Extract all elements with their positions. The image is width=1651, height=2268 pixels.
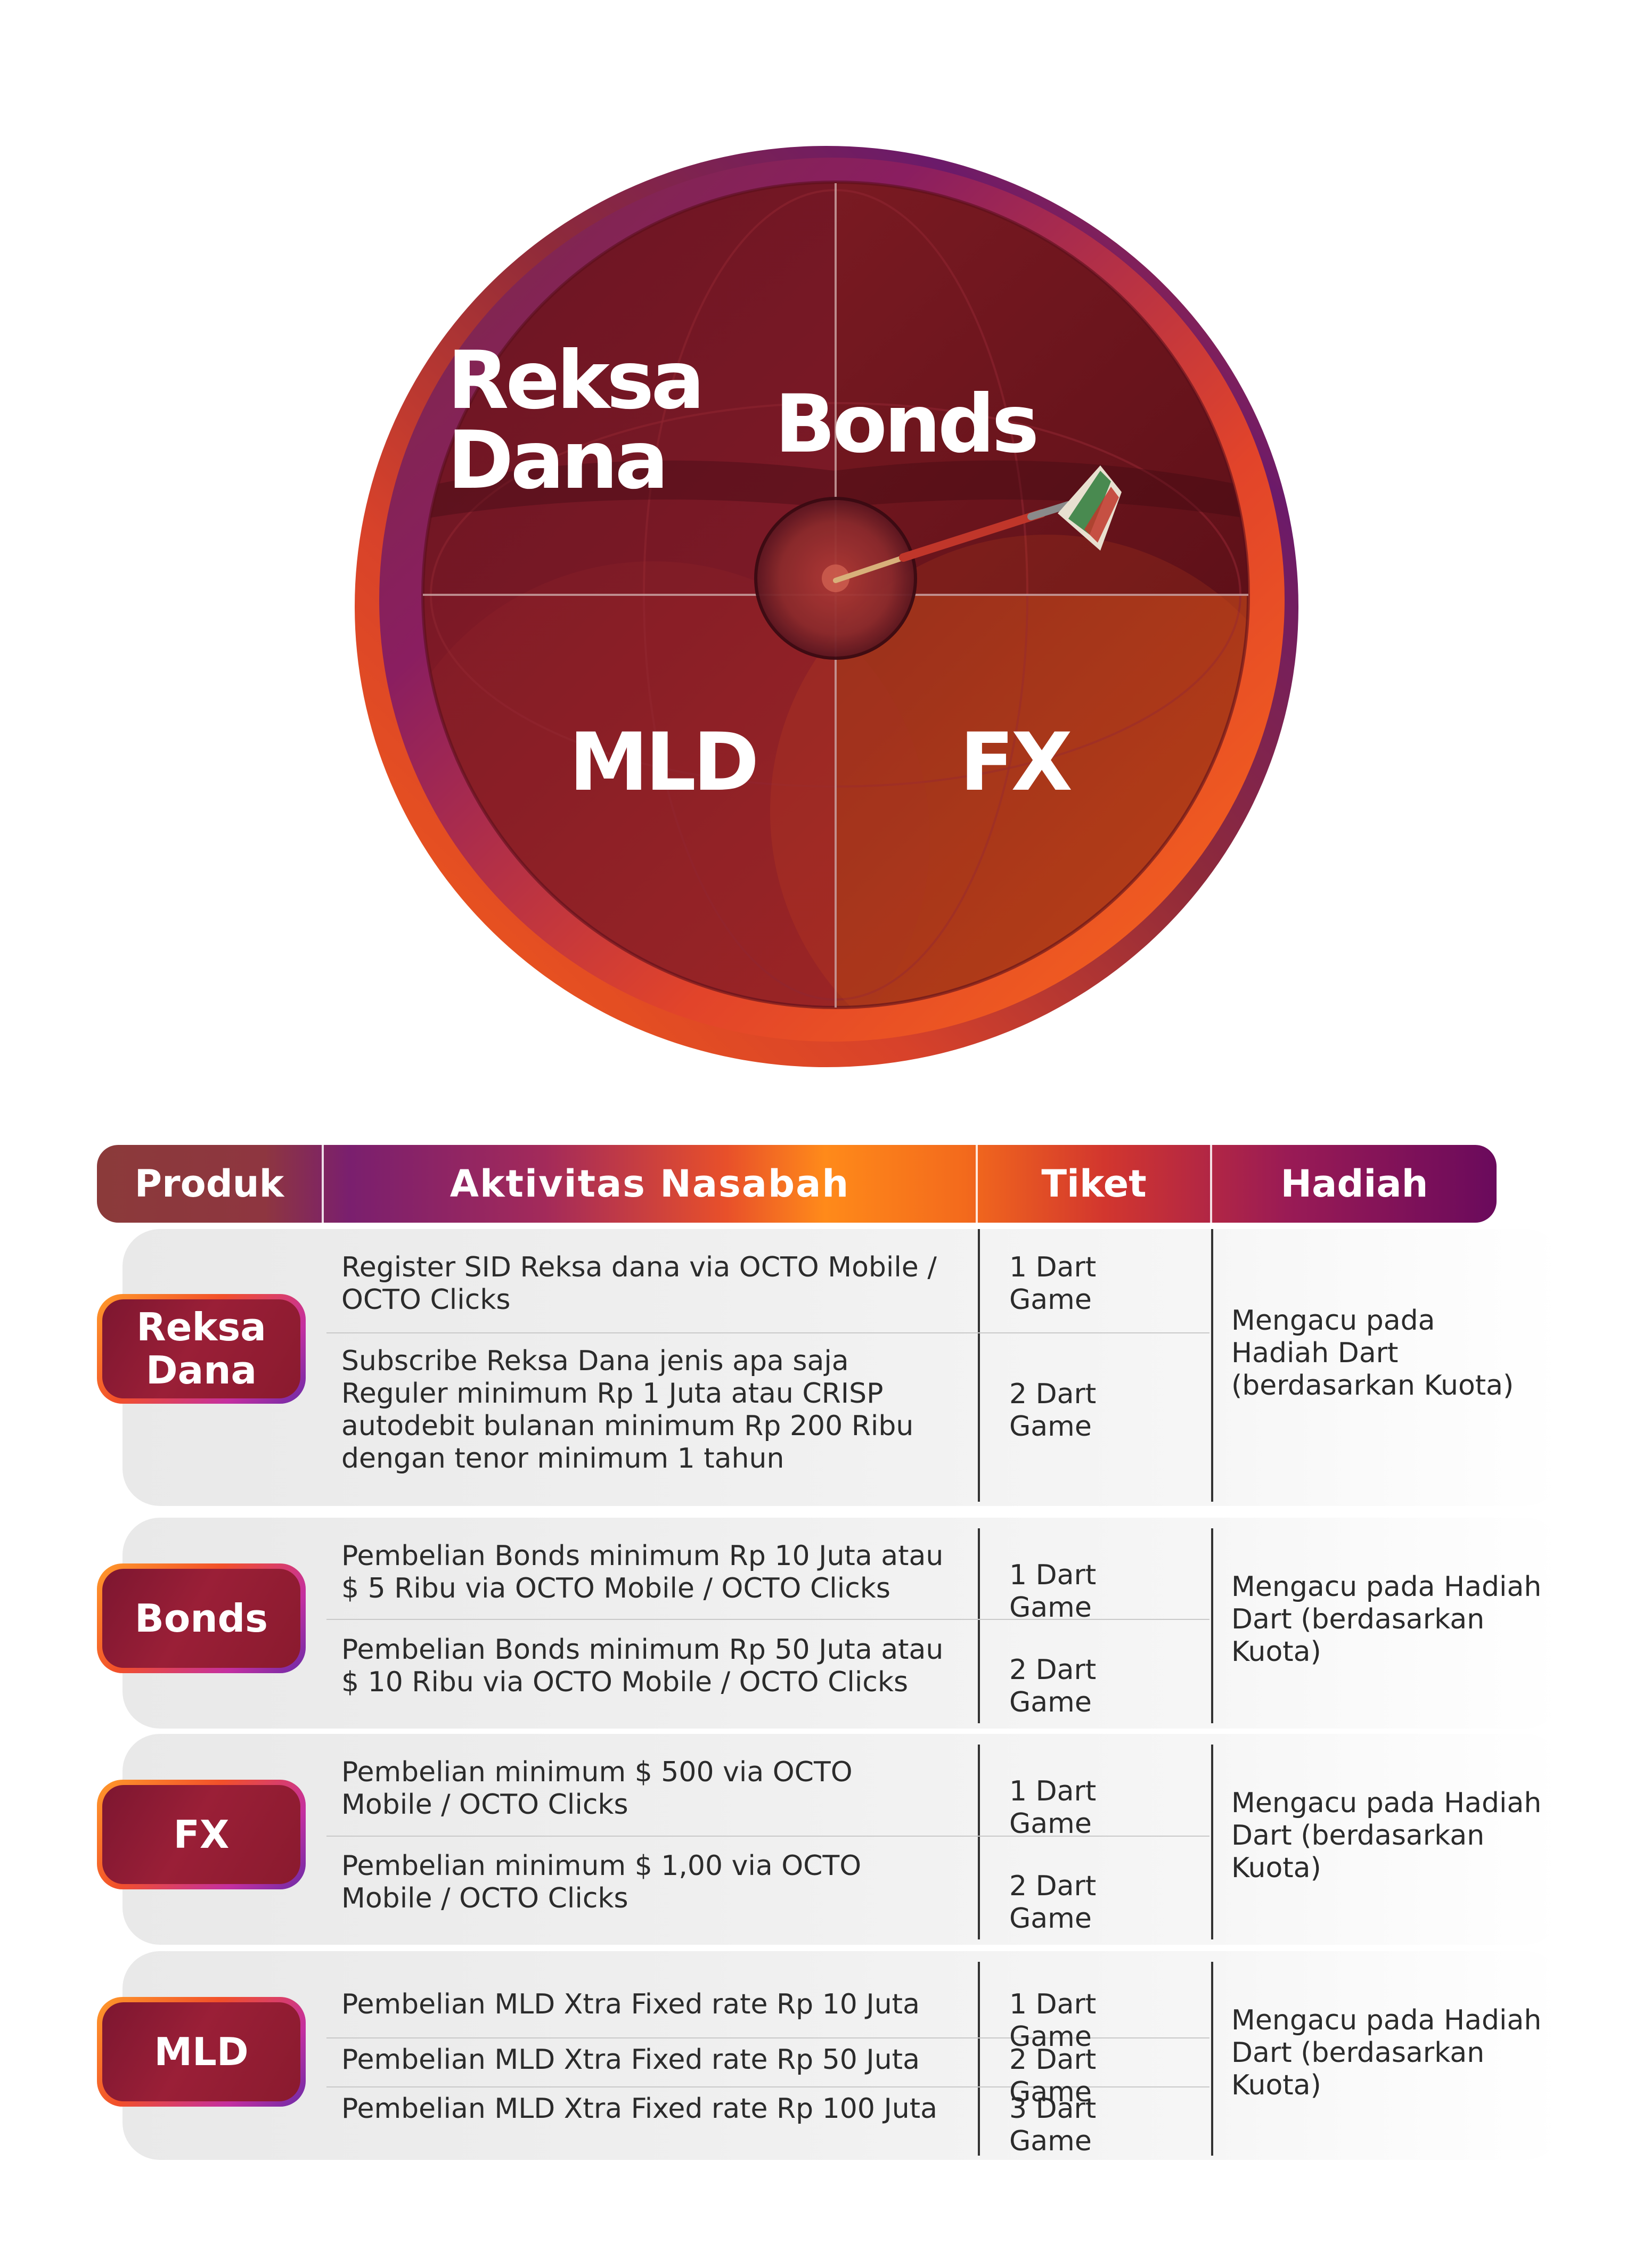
table-row-activity: Pembelian MLD Xtra Fixed rate Rp 100 Jut… [341, 2093, 938, 2125]
badge-mld: MLD [97, 1997, 306, 2107]
board-label-bonds: Bonds [774, 378, 1040, 471]
table-row-reward: Mengacu pada Hadiah Dart (berdasarkan Ku… [1231, 1787, 1542, 1884]
group-bonds [122, 1518, 1563, 1729]
group-fx [122, 1734, 1563, 1945]
table-row-ticket: 2 Dart Game [1009, 1654, 1097, 1718]
table-row-activity: Pembelian minimum $ 1,00 via OCTO Mobile… [341, 1850, 862, 1914]
table-row-activity: Pembelian Bonds minimum Rp 10 Juta atau … [341, 1540, 944, 1604]
table-row-ticket: 2 Dart Game [1009, 2044, 1097, 2108]
badge-label: FX [102, 1785, 300, 1884]
group-reksa-dana [122, 1229, 1563, 1506]
badge-reksa-dana: Reksa Dana [97, 1294, 306, 1404]
table-row-ticket: 1 Dart Game [1009, 1251, 1097, 1316]
table-header: Produk Aktivitas Nasabah Tiket Hadiah [97, 1145, 1497, 1223]
table-row-activity: Register SID Reksa dana via OCTO Mobile … [341, 1251, 937, 1316]
badge-label-line2: Dana [145, 1348, 257, 1393]
table-row-ticket: 2 Dart Game [1009, 1870, 1097, 1935]
dartboard [355, 146, 1298, 1067]
table-row-activity: Pembelian Bonds minimum Rp 50 Juta atau … [341, 1634, 944, 1698]
table-row-ticket: 1 Dart Game [1009, 1988, 1097, 2053]
header-aktivitas: Aktivitas Nasabah [324, 1145, 978, 1223]
table-row-activity: Pembelian minimum $ 500 via OCTO Mobile … [341, 1756, 853, 1821]
badge-label-line1: Reksa [136, 1305, 266, 1350]
table-row-activity: Pembelian MLD Xtra Fixed rate Rp 10 Juta [341, 1988, 920, 2020]
group-mld [122, 1951, 1563, 2160]
header-produk: Produk [97, 1145, 324, 1223]
table-row-activity: Subscribe Reksa Dana jenis apa saja Regu… [341, 1345, 914, 1475]
header-hadiah: Hadiah [1280, 1162, 1428, 1206]
dart-icon [833, 465, 1122, 583]
table-row-ticket: 2 Dart Game [1009, 1378, 1097, 1443]
table-row-activity: Pembelian MLD Xtra Fixed rate Rp 50 Juta [341, 2044, 920, 2076]
board-label-mld: MLD [569, 716, 759, 809]
badge-label: Bonds [102, 1569, 300, 1668]
badge-bonds: Bonds [97, 1563, 306, 1673]
board-label-reksa-line1: Reksa [447, 334, 705, 427]
badge-label: MLD [102, 2002, 300, 2101]
table-row-ticket: 1 Dart Game [1009, 1775, 1097, 1840]
board-label-reksa-line2: Dana [447, 414, 669, 507]
header-tiket: Tiket [978, 1145, 1212, 1223]
table-row-reward: Mengacu pada Hadiah Dart (berdasarkan Ku… [1231, 1305, 1514, 1402]
table-row-ticket: 1 Dart Game [1009, 1559, 1097, 1624]
table-row-reward: Mengacu pada Hadiah Dart (berdasarkan Ku… [1231, 1571, 1542, 1668]
table-row-ticket: 3 Dart Game [1009, 2093, 1097, 2157]
board-label-fx: FX [959, 716, 1073, 809]
table-row-reward: Mengacu pada Hadiah Dart (berdasarkan Ku… [1231, 2004, 1542, 2101]
badge-fx: FX [97, 1780, 306, 1889]
